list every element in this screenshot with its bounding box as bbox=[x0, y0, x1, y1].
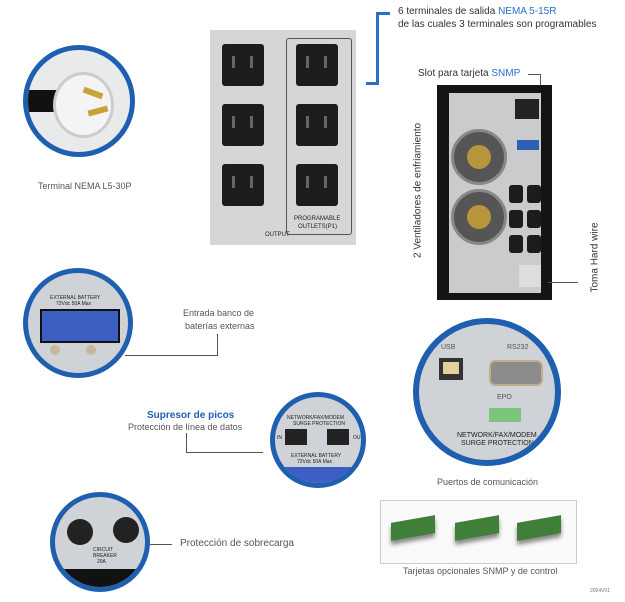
circuit-breaker-photo: CIRCUIT BREAKER 20A bbox=[50, 492, 150, 592]
surge-battery-label: EXTERNAL BATTERY bbox=[291, 453, 342, 459]
plug-caption: Terminal NEMA L5-30P bbox=[38, 181, 132, 191]
epo-label: EPO bbox=[497, 394, 512, 401]
battery-connector-icon bbox=[40, 309, 120, 343]
fan-icon bbox=[451, 129, 507, 185]
surge-out-label: OUT bbox=[353, 435, 364, 441]
card-icon bbox=[455, 515, 499, 541]
battery-panel-rating: 72Vdc 50A Max bbox=[56, 301, 92, 307]
usb-port-icon bbox=[439, 358, 463, 380]
outlet bbox=[296, 164, 338, 206]
programable-outlet-box bbox=[286, 38, 352, 235]
breaker-icon bbox=[67, 519, 93, 545]
rj45-port-icon bbox=[327, 429, 349, 445]
snmp-prefix: Slot para tarjeta bbox=[418, 68, 492, 79]
callout-bracket bbox=[376, 12, 379, 84]
surge-title: Supresor de picos bbox=[147, 410, 235, 421]
usb-label: USB bbox=[441, 344, 456, 351]
surge-panel-label: NETWORK/FAX/MODEM bbox=[287, 415, 344, 421]
outlet-panel: OUTPUT PROGRAMABLE OUTLETS(P1) bbox=[210, 30, 356, 245]
outlet bbox=[222, 164, 264, 206]
battery-caption-line2: baterías externas bbox=[185, 321, 255, 331]
card-icon bbox=[391, 515, 435, 541]
snmp-slot-caption: Slot para tarjeta SNMP bbox=[418, 68, 520, 79]
surge-battery-rating: 72Vdc 50A Max bbox=[297, 459, 333, 465]
ups-rear-panel bbox=[437, 85, 552, 300]
breaker-label2: BREAKER bbox=[93, 553, 117, 559]
rs232-port-icon bbox=[489, 360, 543, 386]
battery-panel-label: EXTERNAL BATTERY bbox=[50, 295, 101, 301]
battery-caption-line1: Entrada banco de bbox=[183, 308, 255, 318]
rj45-port-icon bbox=[285, 429, 307, 445]
network-label: NETWORK/FAX/MODEM bbox=[457, 432, 537, 439]
comm-ports-photo: USB RS232 EPO NETWORK/FAX/MODEM SURGE PR… bbox=[413, 318, 561, 466]
hardwire-caption: Toma Hard wire bbox=[589, 222, 601, 293]
card-icon bbox=[517, 515, 561, 541]
surge-in-label: IN bbox=[277, 435, 282, 441]
outlet bbox=[296, 44, 338, 86]
breaker-rating: 20A bbox=[97, 559, 106, 565]
fan-icon bbox=[451, 189, 507, 245]
rs232-label: RS232 bbox=[507, 344, 529, 351]
epo-connector-icon bbox=[489, 408, 521, 422]
surge-subtitle: Protección de línea de datos bbox=[128, 422, 243, 432]
output-label: OUTPUT bbox=[265, 232, 290, 238]
network-label2: SURGE PROTECTION bbox=[461, 440, 534, 447]
footer-code: 2004V01 bbox=[590, 588, 611, 594]
comm-caption: Puertos de comunicación bbox=[437, 477, 539, 487]
breaker-label: CIRCUIT bbox=[93, 547, 114, 553]
snmp-cards-photo bbox=[380, 500, 577, 564]
plug-photo bbox=[23, 45, 135, 157]
cards-caption: Tarjetas opcionales SNMP y de control bbox=[403, 566, 558, 576]
outlet bbox=[222, 104, 264, 146]
outlets-callout-line2: de las cuales 3 terminales son programab… bbox=[398, 19, 597, 30]
surge-panel-label2: SURGE PROTECTION bbox=[293, 421, 345, 427]
plug-icon bbox=[53, 72, 114, 138]
outlets-callout-line1: 6 terminales de salida NEMA 5-15R bbox=[398, 6, 556, 17]
breaker-caption: Protección de sobrecarga bbox=[180, 538, 294, 549]
snmp-highlight: SNMP bbox=[491, 68, 521, 79]
programable-sub-label: OUTLETS(P1) bbox=[298, 224, 338, 230]
nema-highlight: NEMA 5-15R bbox=[498, 6, 557, 17]
fans-caption: 2 Ventiladores de enfriamiento bbox=[412, 122, 424, 259]
battery-connector-photo: EXTERNAL BATTERY 72Vdc 50A Max bbox=[23, 268, 133, 378]
outlets-callout-prefix: 6 terminales de salida bbox=[398, 6, 499, 17]
surge-protection-photo: NETWORK/FAX/MODEM SURGE PROTECTION IN OU… bbox=[270, 392, 366, 488]
outlet bbox=[222, 44, 264, 86]
programable-label: PROGRAMABLE bbox=[294, 216, 341, 222]
outlet bbox=[296, 104, 338, 146]
